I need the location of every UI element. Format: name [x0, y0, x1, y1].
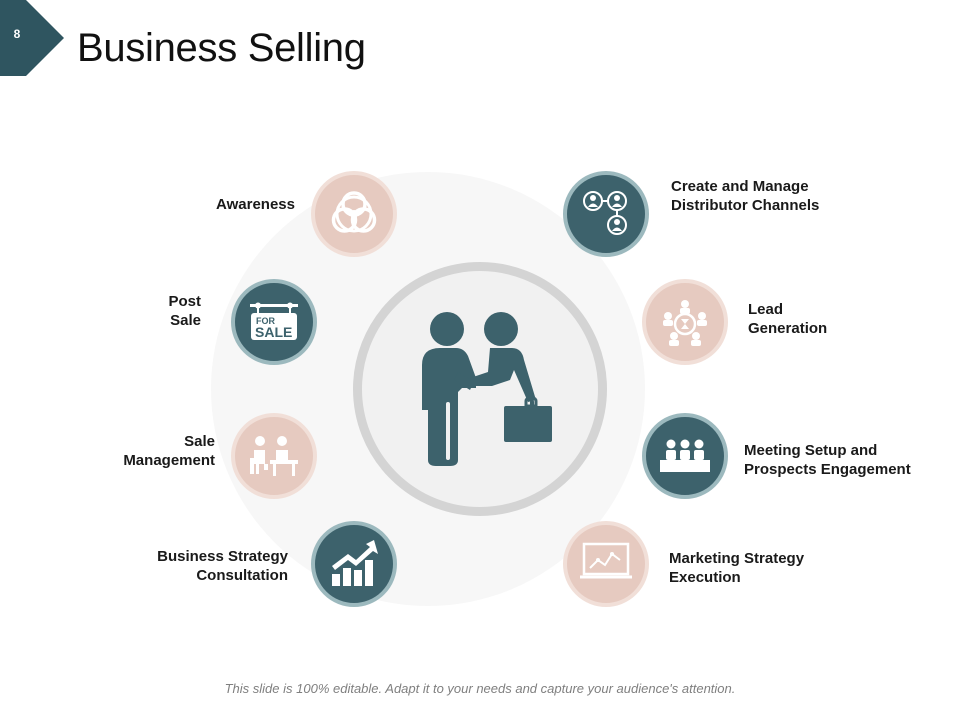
center-circle [353, 262, 607, 516]
step-awareness-label: Awareness [216, 196, 295, 213]
people-circle-icon [663, 300, 707, 346]
bar-chart-growth-icon [332, 540, 378, 586]
step-sale-management-node [231, 413, 317, 499]
step-business-strategy-node [311, 521, 397, 607]
step-lead-generation-label: Lead Generation [748, 301, 828, 337]
svg-text:FOR: FOR [256, 316, 275, 326]
step-distributor-channels-node [563, 171, 649, 257]
step-meeting-setup-node [642, 413, 728, 499]
footer-note: This slide is 100% editable. Adapt it to… [224, 681, 736, 696]
step-lead-generation-node [642, 279, 728, 365]
conference-table-icon [660, 439, 710, 472]
step-awareness-node [311, 171, 397, 257]
step-business-strategy-label: Business Strategy Consultation [157, 548, 288, 584]
slide-number: 8 [13, 27, 21, 41]
for-sale-sign-icon: FOR SALE [250, 302, 298, 340]
step-marketing-strategy-node [563, 521, 649, 607]
page-title: Business Selling [77, 26, 366, 70]
handshake-icon [422, 312, 552, 466]
slide-number-badge [0, 0, 64, 76]
presentation-board-icon [580, 542, 632, 579]
step-distributor-channels-label: Create and Manage Distributor Channels [671, 178, 820, 214]
network-people-icon [583, 191, 627, 235]
step-meeting-setup-label: Meeting Setup and Prospects Engagement [744, 442, 911, 478]
step-post-sale-node: FOR SALE [231, 279, 317, 365]
biohazard-icon [331, 191, 377, 233]
svg-text:SALE: SALE [255, 324, 292, 340]
desk-meeting-icon [250, 436, 298, 476]
step-post-sale-label: Post Sale [168, 293, 201, 329]
step-sale-management-label: Sale Management [123, 433, 215, 469]
step-marketing-strategy-label: Marketing Strategy Execution [669, 550, 805, 586]
